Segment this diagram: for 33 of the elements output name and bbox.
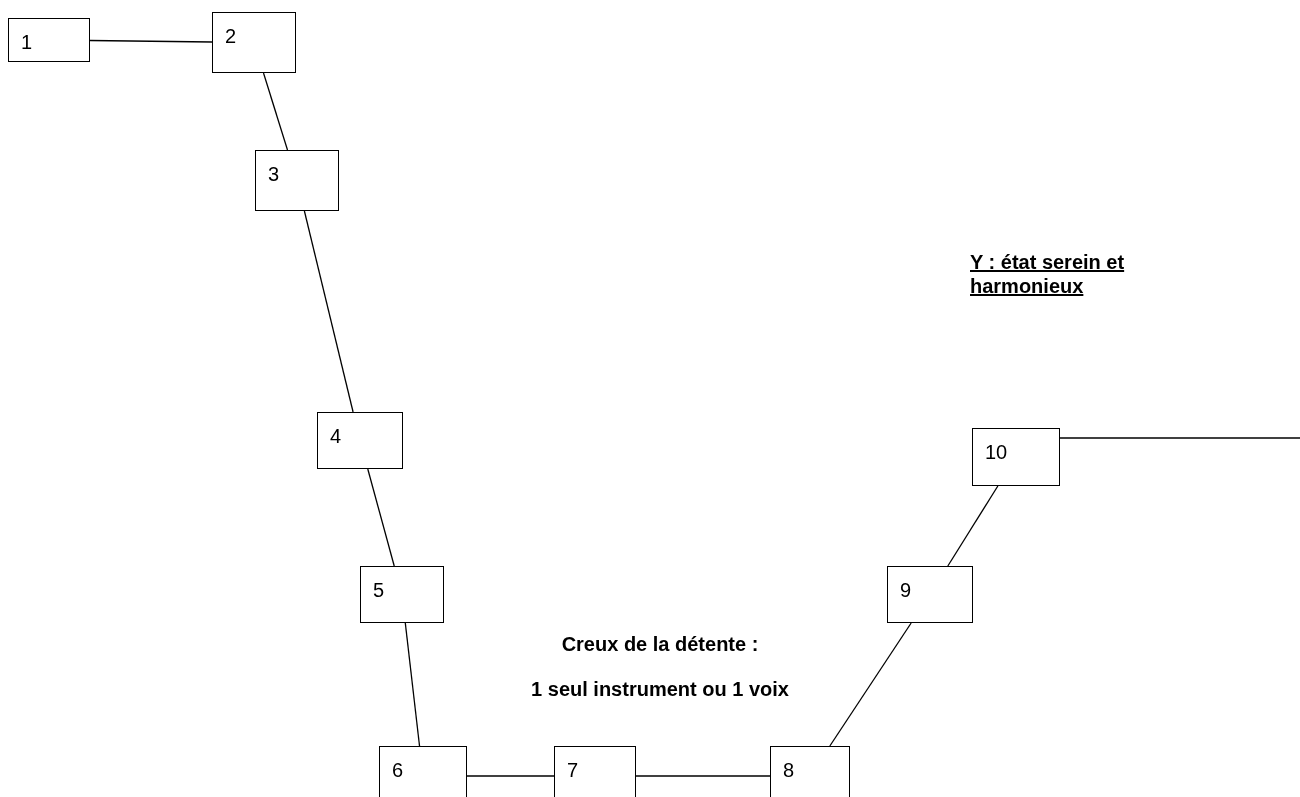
numbered-box (255, 150, 339, 211)
numbered-box (972, 428, 1060, 486)
connector-line (303, 210, 354, 413)
box-number: 1 (21, 31, 33, 53)
connector-line (1059, 437, 1300, 439)
box-number: 10 (985, 441, 1008, 463)
box-number: 6 (392, 759, 404, 781)
annotation-text: 1 seul instrument ou 1 voix (530, 677, 790, 701)
numbered-box (554, 746, 636, 797)
connector-line (829, 622, 912, 747)
connector-line (404, 622, 421, 747)
numbered-box (212, 12, 296, 73)
box-number: 5 (373, 579, 385, 601)
box-number: 8 (783, 759, 795, 781)
numbered-box (8, 18, 90, 62)
annotation-text: Creux de la détente : (560, 632, 760, 656)
box-number: 7 (567, 759, 579, 781)
connector-line (262, 72, 289, 151)
box-number: 3 (268, 163, 280, 185)
box-number: 9 (900, 579, 912, 601)
box-number: 4 (330, 425, 342, 447)
numbered-box (887, 566, 973, 623)
connector-line (367, 468, 395, 567)
connector-line (89, 39, 213, 43)
heading-note: Y : état serein et harmonieux (970, 250, 1126, 298)
numbered-box (360, 566, 444, 623)
numbered-box (770, 746, 850, 797)
numbered-box (379, 746, 467, 797)
numbered-box (317, 412, 403, 469)
connector-line (947, 485, 999, 567)
connector-line (635, 775, 771, 777)
connector-line (466, 775, 555, 777)
box-number: 2 (225, 25, 237, 47)
